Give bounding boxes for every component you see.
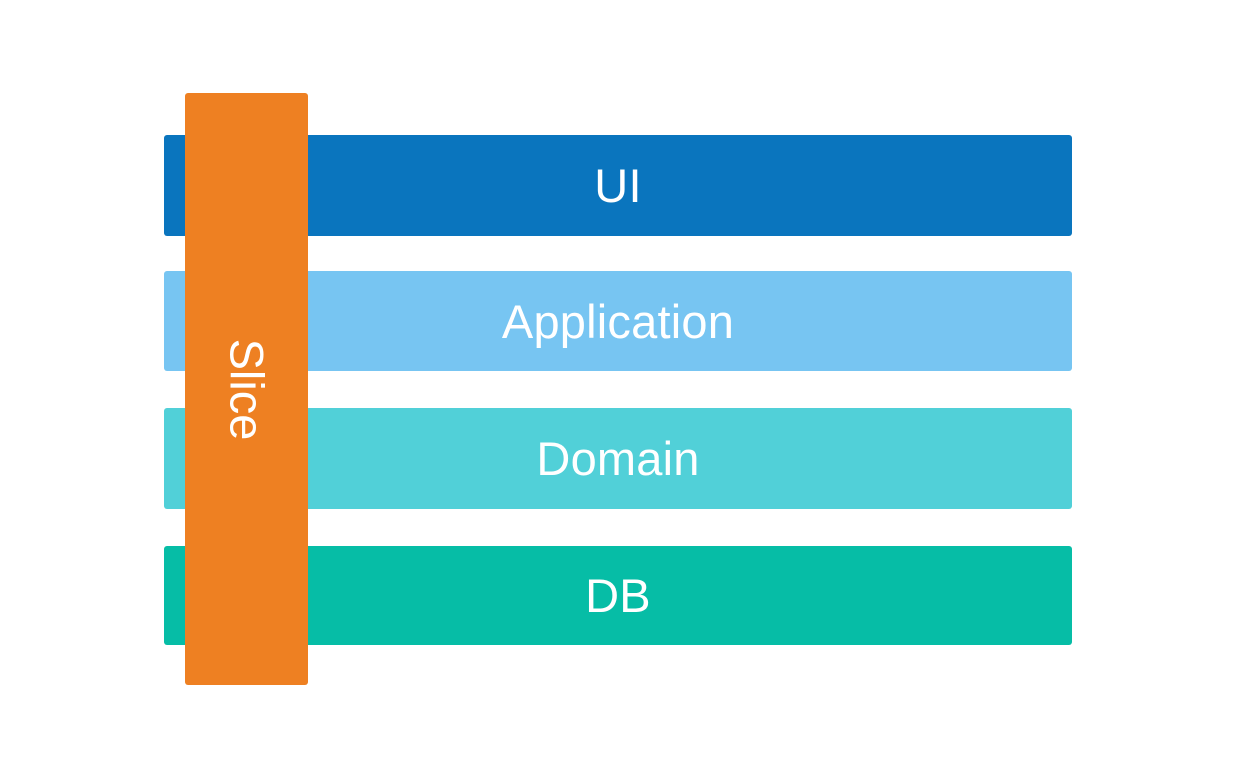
layer-label-db: DB — [585, 569, 651, 622]
vertical-slice-band[interactable]: Slice — [185, 93, 308, 685]
layer-label-ui: UI — [594, 159, 642, 212]
vertical-slice-label: Slice — [220, 338, 273, 440]
layer-bar-db[interactable]: DB — [164, 546, 1072, 645]
layer-bar-application[interactable]: Application — [164, 271, 1072, 371]
layer-bar-domain[interactable]: Domain — [164, 408, 1072, 509]
layer-label-domain: Domain — [536, 432, 700, 485]
layer-label-application: Application — [501, 294, 735, 348]
layer-bar-ui[interactable]: UI — [164, 135, 1072, 236]
